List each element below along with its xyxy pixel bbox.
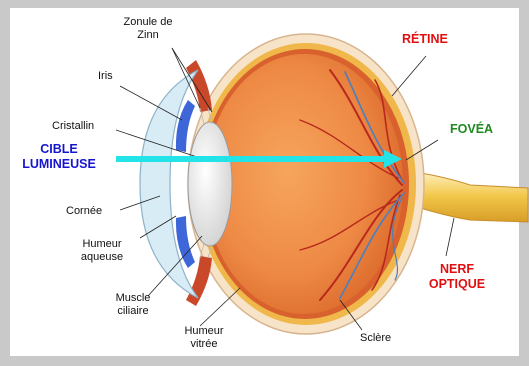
label-fovea: FOVÉA — [450, 122, 493, 137]
lens — [188, 122, 232, 246]
label-humeur-aqueuse: Humeur aqueuse — [74, 238, 130, 264]
label-cornee: Cornée — [66, 205, 102, 218]
label-cible-lumineuse: CIBLE LUMINEUSE — [20, 142, 98, 172]
label-nerf-optique: NERF OPTIQUE — [422, 262, 492, 292]
label-cristallin: Cristallin — [52, 120, 94, 133]
label-retine: RÉTINE — [402, 32, 448, 47]
label-iris: Iris — [98, 70, 113, 83]
label-muscle-ciliaire: Muscle ciliaire — [110, 292, 156, 318]
label-zonule: Zonule de Zinn — [108, 16, 188, 42]
label-humeur-vitree: Humeur vitrée — [176, 325, 232, 351]
label-sclere: Sclère — [360, 332, 391, 345]
vitreous-body — [205, 54, 403, 314]
